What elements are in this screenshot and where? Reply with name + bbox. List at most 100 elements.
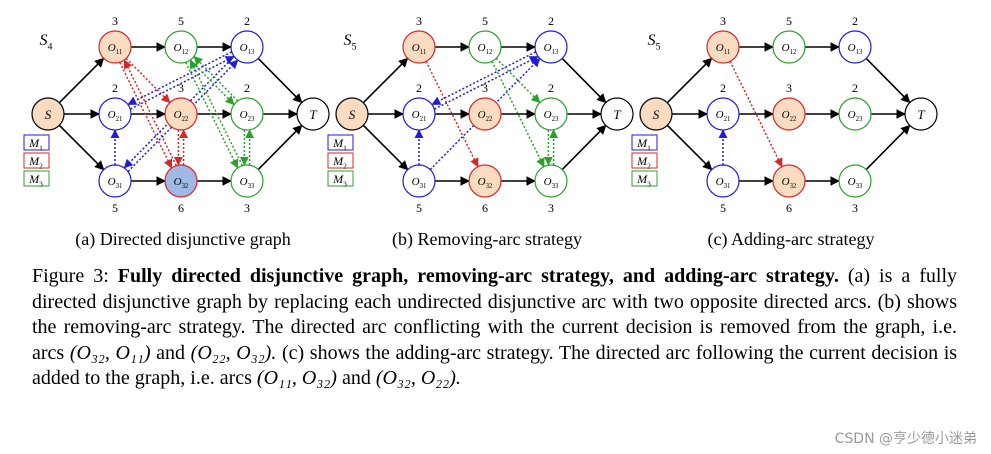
- node-O11-label: O11: [108, 42, 123, 56]
- legend-label-m1: M1: [332, 136, 347, 152]
- figure-label: Figure 3:: [32, 265, 109, 287]
- node-O33-weight: 3: [244, 201, 250, 215]
- legend-label-m2: M2: [332, 154, 347, 170]
- node-O33-label: O33: [240, 176, 255, 190]
- node-O12-weight: 5: [178, 14, 184, 28]
- node-O33-weight: 3: [548, 201, 554, 215]
- sink-node-label: T: [309, 107, 317, 122]
- node-O33-label: O33: [544, 176, 559, 190]
- node-O33: [230, 164, 264, 198]
- node-O11: [706, 30, 740, 64]
- subcaption-c: (c) Adding-arc strategy: [707, 229, 875, 249]
- node-O32-label: O32: [478, 176, 493, 190]
- disjunctive-arc-O11-O32: [119, 62, 173, 169]
- node-O23-label: O23: [848, 109, 863, 123]
- caption-arc-o22-o32: (O₂₂, O₃₂).: [190, 341, 277, 364]
- node-O22-label: O22: [174, 109, 189, 123]
- node-O23-weight: 2: [548, 81, 554, 95]
- disjunctive-arc-O21-O13: [434, 55, 539, 110]
- caption-part-c: (c) shows the adding-arc strategy. The d…: [32, 341, 958, 390]
- caption-arc-o32-o22: (O₃₂, O₂₂).: [375, 367, 461, 389]
- node-O21-weight: 2: [112, 81, 118, 95]
- node-O32: [164, 164, 198, 198]
- node-O32-label: O32: [174, 176, 189, 190]
- legend-box-m3: [23, 170, 50, 187]
- node-O11: [402, 30, 436, 64]
- figure-caption: Figure 3: Fully directed disjunctive gra…: [32, 264, 957, 392]
- node-O11-weight: 3: [720, 14, 726, 28]
- node-O23-label: O23: [240, 109, 255, 123]
- arc-O13-T: [257, 57, 303, 104]
- caption-arc-o32-o11: (O₃₂, O₁₁): [69, 341, 151, 364]
- legend-box-m2: [23, 152, 50, 169]
- legend-label-m3: M3: [636, 172, 651, 188]
- node-O11-weight: 3: [112, 14, 118, 28]
- node-O12: [468, 30, 502, 64]
- node-O32-label: O32: [782, 176, 797, 190]
- node-O12: [772, 30, 806, 64]
- node-O22-weight: 3: [786, 81, 792, 95]
- arc-O33-T: [561, 124, 607, 171]
- caption-title: Fully directed disjunctive graph, removi…: [117, 265, 839, 287]
- caption-arc-o11-o32: (O₁₁, O₃₂): [256, 367, 337, 389]
- disjunctive-arc-O11-O32: [425, 61, 479, 168]
- node-O12-weight: 5: [786, 14, 792, 28]
- node-O32: [468, 164, 502, 198]
- node-O13-label: O13: [848, 42, 863, 56]
- node-O23: [230, 97, 264, 131]
- node-O21-label: O21: [108, 109, 123, 123]
- node-O21-label: O21: [412, 109, 427, 123]
- node-O23: [838, 97, 872, 131]
- source-node: [31, 97, 65, 131]
- node-O22-weight: 3: [178, 81, 184, 95]
- node-O12: [164, 30, 198, 64]
- disjunctive-arc-O33-O12: [189, 59, 243, 166]
- legend-label-m1: M1: [28, 136, 43, 152]
- node-O12-label: O12: [174, 42, 189, 56]
- node-O22: [164, 97, 198, 131]
- arc-O33-T: [257, 124, 303, 171]
- arc-S-O31: [666, 124, 713, 171]
- node-O31-label: O31: [108, 176, 123, 190]
- node-O21: [402, 97, 436, 131]
- sink-node-label: T: [917, 107, 925, 122]
- node-O22: [468, 97, 502, 131]
- node-O21-weight: 2: [720, 81, 726, 95]
- node-O13-label: O13: [544, 42, 559, 56]
- legend-label-m1: M1: [636, 136, 651, 152]
- subcaption-a: (a) Directed disjunctive graph: [75, 229, 291, 249]
- legend-label-m2: M2: [28, 154, 43, 170]
- node-O32: [772, 164, 806, 198]
- node-O13: [230, 30, 264, 64]
- node-O23: [534, 97, 568, 131]
- node-O11: [98, 30, 132, 64]
- source-node: [335, 97, 369, 131]
- disjunctive-arc-O13-O21: [431, 51, 536, 106]
- state-label: S5: [344, 32, 357, 52]
- node-O33-label: O33: [848, 176, 863, 190]
- node-O32-weight: 6: [482, 201, 488, 215]
- source-node-label: S: [45, 107, 52, 122]
- legend-box-m2: [327, 152, 354, 169]
- legend-box-m3: [631, 170, 658, 187]
- arc-O13-T: [561, 57, 607, 104]
- source-node-label: S: [349, 107, 356, 122]
- disjunctive-arc-O32-O11: [123, 59, 177, 166]
- node-O11-label: O11: [412, 42, 427, 56]
- node-O31-weight: 5: [112, 201, 118, 215]
- node-O22-label: O22: [782, 109, 797, 123]
- node-O31: [402, 164, 436, 198]
- node-O11-label: O11: [716, 42, 731, 56]
- source-node: [639, 97, 673, 131]
- disjunctive-arc-O12-O33: [491, 61, 545, 168]
- sink-node-label: T: [613, 107, 621, 122]
- subcaption-b: (b) Removing-arc strategy: [392, 229, 582, 249]
- sink-node: [600, 97, 634, 131]
- legend-box-m1: [23, 134, 50, 151]
- arc-S-O31: [362, 124, 409, 171]
- state-label: S4: [40, 32, 53, 52]
- caption-and-2: and: [341, 367, 371, 389]
- node-O13-label: O13: [240, 42, 255, 56]
- caption-and-1: and: [156, 341, 186, 364]
